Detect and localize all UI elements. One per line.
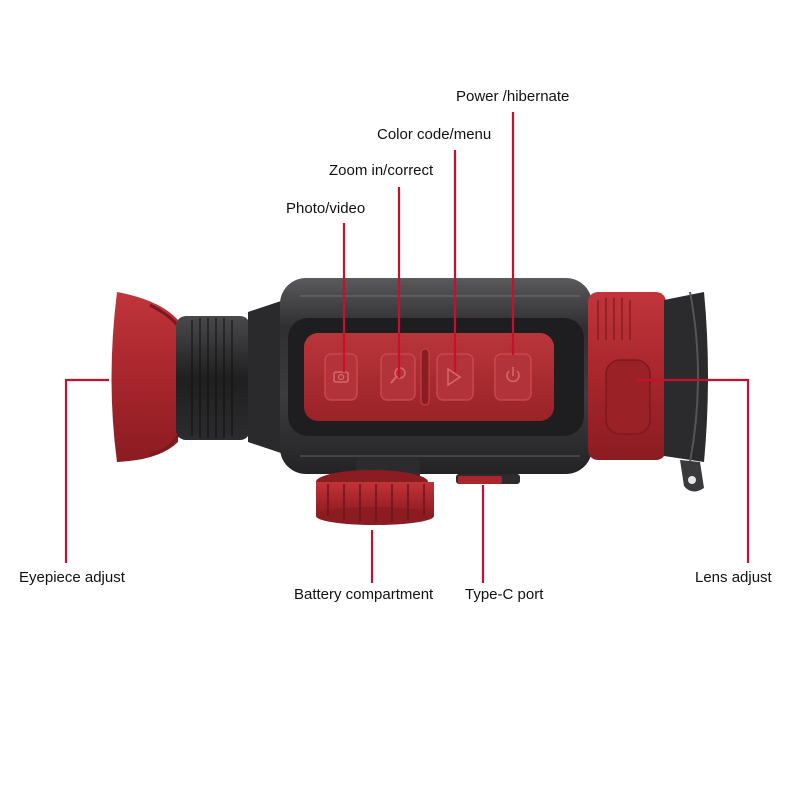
label-eyepiece-adjust: Eyepiece adjust bbox=[19, 569, 125, 586]
label-type-c-port: Type-C port bbox=[465, 586, 544, 603]
label-lens-adjust: Lens adjust bbox=[695, 569, 772, 586]
power-button[interactable] bbox=[494, 353, 532, 401]
eyepiece-leader bbox=[64, 378, 109, 563]
button-pad bbox=[304, 333, 554, 421]
label-zoom-in-correct: Zoom in/correct bbox=[329, 162, 434, 179]
lens-leader bbox=[636, 378, 750, 563]
leader-lines bbox=[64, 112, 750, 583]
power-icon bbox=[506, 367, 520, 383]
objective-lens bbox=[664, 291, 708, 492]
label-color-code-menu: Color code/menu bbox=[377, 126, 492, 143]
play-icon bbox=[447, 367, 462, 387]
eyepiece-ring bbox=[176, 298, 290, 456]
type-c-cover bbox=[456, 474, 520, 484]
eyecup bbox=[111, 292, 182, 462]
battery-cap bbox=[316, 458, 434, 525]
camera-icon bbox=[333, 371, 349, 383]
label-battery-compartment: Battery compartment bbox=[294, 586, 434, 603]
label-power-hibernate: Power /hibernate bbox=[456, 88, 570, 105]
lens-focus-ring bbox=[588, 292, 666, 460]
photo-video-button[interactable] bbox=[324, 353, 358, 401]
label-photo-video: Photo/video bbox=[286, 200, 366, 217]
